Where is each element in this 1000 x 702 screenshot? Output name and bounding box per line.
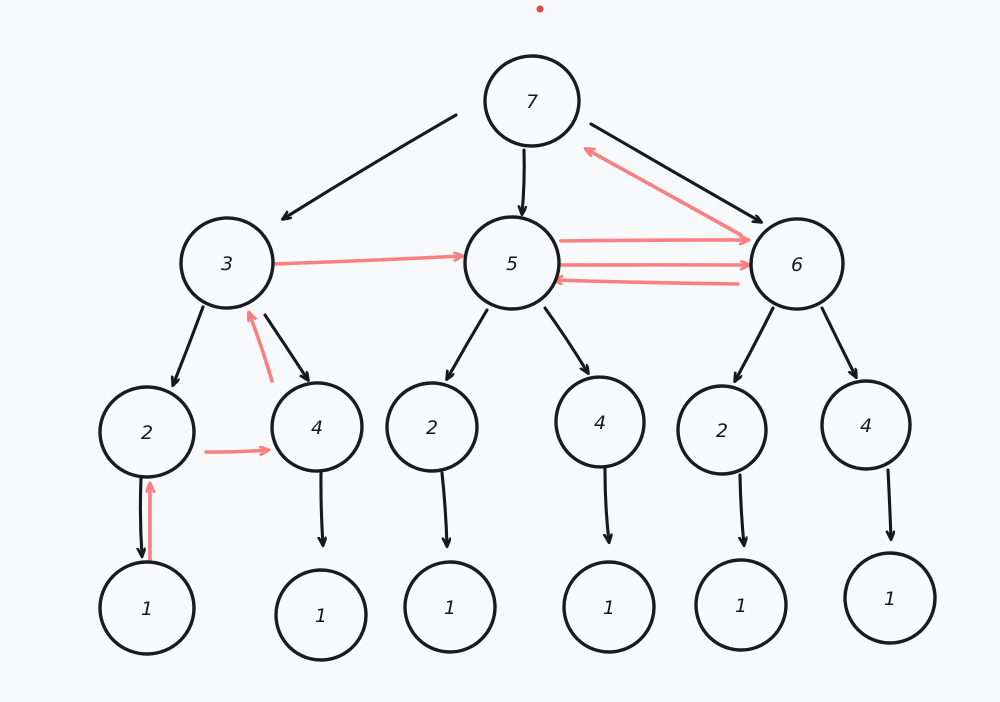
nodes-layer: 7 3 5 6 2 4 2 4 2 4 1 1 1 1 1 1 xyxy=(98,54,939,666)
node-n1b[interactable]: 1 xyxy=(270,564,372,666)
node-label: 1 xyxy=(603,597,615,619)
top-dot-mark xyxy=(536,5,544,13)
node-n1e[interactable]: 1 xyxy=(693,557,789,653)
red-edges-layer xyxy=(150,149,749,565)
node-label: 4 xyxy=(311,417,323,439)
node-label: 1 xyxy=(141,598,153,620)
edge-n6-to-n2c xyxy=(735,306,775,381)
node-circle xyxy=(694,558,788,652)
node-label: 2 xyxy=(716,420,728,442)
edge-n3-to-n4a xyxy=(263,313,308,380)
node-label: 1 xyxy=(735,595,747,617)
node-circle xyxy=(98,560,196,656)
node-circle xyxy=(820,379,912,471)
red-edge-n6-to-n5 xyxy=(554,280,740,286)
node-circle xyxy=(403,560,497,654)
node-circle xyxy=(270,381,364,473)
black-edges-layer xyxy=(140,113,891,556)
node-n6[interactable]: 6 xyxy=(745,213,849,315)
marks-layer xyxy=(536,5,544,13)
edge-n5-to-n2b xyxy=(447,308,489,379)
edge-n2a-to-n1a xyxy=(140,476,142,556)
node-circle xyxy=(843,551,937,645)
node-circle xyxy=(483,54,581,148)
node-label: 1 xyxy=(315,605,327,627)
node-label: 3 xyxy=(221,253,233,275)
edge-n4c-to-n1f xyxy=(888,468,891,539)
node-n4a[interactable]: 4 xyxy=(266,377,368,478)
node-circle xyxy=(179,216,275,310)
node-n3[interactable]: 3 xyxy=(175,212,278,313)
node-label: 4 xyxy=(860,415,872,437)
node-n1c[interactable]: 1 xyxy=(403,560,497,654)
node-n4c[interactable]: 4 xyxy=(816,375,916,475)
node-label: 1 xyxy=(444,597,456,619)
red-edge-n5-to-n6 xyxy=(559,240,748,241)
node-label: 4 xyxy=(594,412,606,434)
node-n2a[interactable]: 2 xyxy=(98,385,196,479)
red-edge-n3-to-n5 xyxy=(272,256,462,266)
edge-n6-to-n4c xyxy=(820,306,856,377)
node-circle xyxy=(274,568,368,662)
node-label: 6 xyxy=(791,254,803,276)
edge-n7-to-n5 xyxy=(522,148,524,214)
node-n1f[interactable]: 1 xyxy=(841,549,939,647)
node-n5[interactable]: 5 xyxy=(463,215,561,311)
edge-n4a-to-n1b xyxy=(321,471,323,545)
node-label: 7 xyxy=(526,91,538,113)
edge-n4b-to-n1d xyxy=(605,466,609,542)
node-circle xyxy=(463,215,561,311)
node-n1d[interactable]: 1 xyxy=(559,557,659,657)
edge-n3-to-n2a xyxy=(173,305,205,385)
node-circle xyxy=(385,381,479,473)
node-circle xyxy=(749,217,845,311)
edge-n2c-to-n1e xyxy=(740,473,744,545)
edge-n5-to-n4b xyxy=(543,306,588,373)
red-edge-n2a-to-n4a xyxy=(204,450,268,452)
red-edge-n6-to-n7 xyxy=(586,149,743,237)
edge-n7-to-n3 xyxy=(283,113,458,219)
node-circle xyxy=(676,384,768,476)
node-label: 2 xyxy=(426,417,438,439)
node-n2c[interactable]: 2 xyxy=(676,384,768,476)
node-n7[interactable]: 7 xyxy=(483,54,581,148)
red-edge-n4a-to-n3 xyxy=(249,313,274,383)
node-circle xyxy=(98,385,196,479)
node-n4b[interactable]: 4 xyxy=(550,371,651,474)
node-label: 2 xyxy=(141,422,153,444)
node-circle xyxy=(554,375,646,469)
edge-n7-to-n6 xyxy=(589,122,761,222)
node-circle xyxy=(562,560,656,654)
node-label: 1 xyxy=(884,588,896,610)
node-label: 5 xyxy=(506,253,518,275)
node-n2b[interactable]: 2 xyxy=(385,381,479,473)
node-n1a[interactable]: 1 xyxy=(98,560,196,656)
edge-n2b-to-n1c xyxy=(440,471,447,546)
